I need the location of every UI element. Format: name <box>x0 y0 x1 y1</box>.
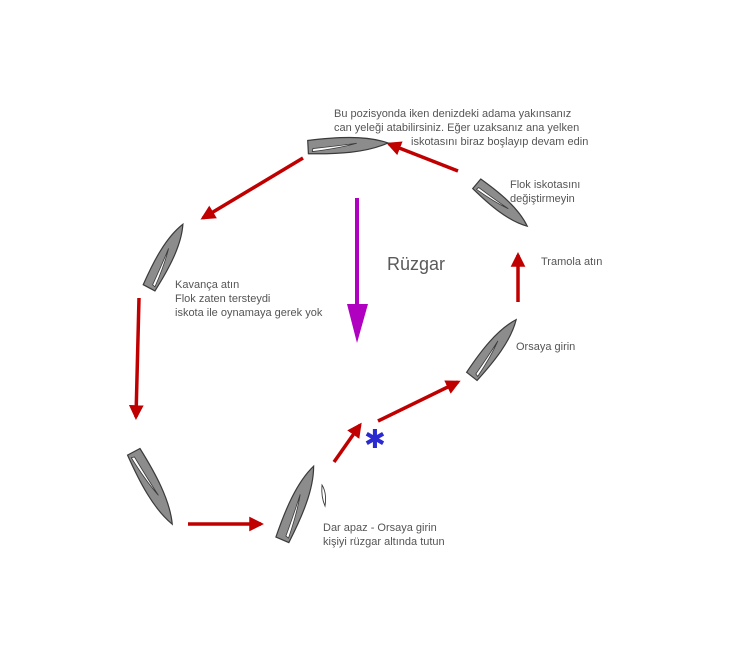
boat-gybe <box>142 222 184 292</box>
label-head-up: Orsaya girin <box>516 340 575 354</box>
label-tack-line-1: Tramola atın <box>541 256 603 268</box>
label-pickup: Bu pozisyonda iken denizdeki adama yakın… <box>334 107 588 149</box>
boat-gybe-sail <box>152 248 169 288</box>
label-head-up-line-1: Orsaya girin <box>516 341 576 353</box>
label-tack: Tramola atın <box>541 255 602 269</box>
boat-close-reach-hull <box>275 464 315 544</box>
boat-bottom-sail <box>130 456 159 496</box>
boat-pickup-sail <box>311 142 357 153</box>
label-jib-line-1: Flok iskotasını <box>510 179 581 191</box>
boat-close-reach-sail <box>285 494 301 539</box>
boat-head-up <box>465 318 518 382</box>
label-close-reach: Dar apaz - Orsaya girin kişiyi rüzgar al… <box>323 521 445 549</box>
label-gybe-line-3: iskota ile oynamaya gerek yok <box>175 307 323 319</box>
boat-jib <box>471 178 529 228</box>
label-pickup-line-1: Bu pozisyonda iken denizdeki adama yakın… <box>334 108 572 120</box>
boat-head-up-hull <box>465 318 518 382</box>
arrow-gybe-to-bottom <box>128 297 144 420</box>
label-gybe-line-1: Kavança atın <box>175 279 240 291</box>
boat-jib-sail <box>475 187 509 210</box>
label-gybe: Kavança atın Flok zaten tersteydi iskota… <box>175 278 322 320</box>
wind-label: Rüzgar <box>387 254 446 274</box>
label-pickup-line-2: can yeleği atabilirsiniz. Eğer uzaksanız… <box>334 122 580 134</box>
arrow-mob-to-headup <box>377 380 461 423</box>
arrow-pickup-to-gybe <box>200 156 304 220</box>
label-jib-line-2: değiştirmeyin <box>510 193 575 205</box>
label-gybe-line-2: Flok zaten tersteydi <box>175 293 271 305</box>
boat-bottom <box>126 447 173 526</box>
label-close-reach-line-2: kişiyi rüzgar altında tutun <box>323 536 445 548</box>
label-pickup-line-3: iskotasını biraz boşlayıp devam edin <box>411 136 589 148</box>
boat-head-up-sail <box>475 340 499 378</box>
boat-gybe-hull <box>142 222 184 292</box>
label-close-reach-line-1: Dar apaz - Orsaya girin <box>323 522 437 534</box>
label-jib: Flok iskotasını değiştirmeyin <box>510 178 580 206</box>
asterisk-icon: ✱ <box>364 425 386 455</box>
boat-close-reach <box>275 464 315 544</box>
maneuver-arrows <box>128 141 526 532</box>
boat-close-reach-jib <box>321 483 327 508</box>
boats <box>126 136 529 544</box>
arrow-closereach-to-mob <box>332 422 362 464</box>
boat-pickup <box>307 136 390 155</box>
arrow-jib-to-pickup <box>386 141 459 173</box>
wind-arrow-head <box>347 304 368 343</box>
